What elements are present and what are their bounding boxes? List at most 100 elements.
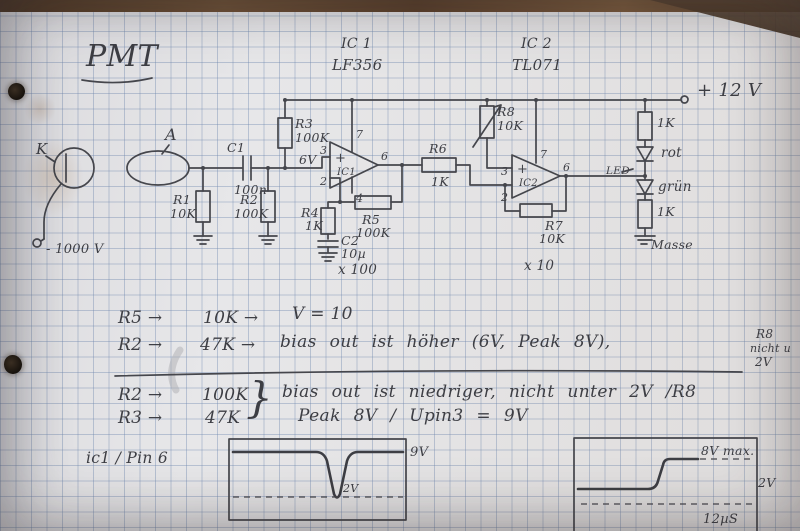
potentiometer-r8: R8 10K	[472, 99, 524, 169]
note3-text: bias out ist niedriger, nicht unter 2V /…	[282, 382, 696, 402]
ic2-name-label: IC 2	[520, 36, 552, 52]
led-word-label: LED	[605, 165, 630, 177]
opamp-triangle	[329, 141, 379, 189]
green-led-icon	[636, 179, 654, 195]
r1-value-label: 10K	[170, 206, 197, 221]
ic1-opamp: + IC1 3 2 6 7 4	[319, 99, 423, 205]
resistor-r6: R6 1K	[421, 141, 513, 189]
pin3-label: 3	[320, 144, 327, 157]
wire	[486, 137, 513, 169]
ic1-inner-label: IC1	[336, 167, 356, 178]
scope-sketch-2: 8V max. 2V 12µS	[573, 437, 777, 531]
ground-symbol	[258, 235, 278, 245]
pmt-anode-tube: A	[126, 125, 243, 186]
title-group: PMT	[81, 39, 160, 84]
notes-brace: }	[246, 373, 273, 422]
gain2-label: x 10	[524, 258, 554, 274]
resistor-body	[195, 190, 211, 223]
resistor-r1: R1 10K	[170, 166, 213, 245]
r3-ref-label: R3	[294, 116, 313, 131]
anode-label: A	[163, 125, 177, 144]
r7-value-label: 10K	[539, 231, 566, 246]
pin7-label: 7	[540, 148, 547, 161]
led-pointer	[621, 168, 634, 173]
opamp-triangle	[511, 154, 561, 199]
r1-ref-label: R1	[172, 192, 191, 207]
resistor-body	[421, 157, 457, 173]
ground-symbol	[318, 252, 338, 262]
junction-dot	[400, 163, 404, 167]
scope2-max-label: 8V max.	[701, 443, 754, 458]
resistor-r2: R2 100K	[234, 166, 278, 245]
pin7-label: 7	[356, 128, 363, 141]
resistor-body	[277, 117, 293, 149]
note1-result: V = 10	[292, 304, 353, 324]
note4-text: Peak 8V / Upin3 = 9V	[297, 406, 529, 426]
note2-value: 47K →	[199, 335, 255, 355]
scope1-top-level-label: 9V	[410, 445, 430, 460]
wire	[390, 164, 403, 203]
notes-block: R5 → 10K → V = 10 R2 → 47K → bias out is…	[114, 304, 791, 428]
resistor-r3: R3 100K 6V	[277, 99, 329, 170]
ic1-part-label: LF356	[331, 56, 383, 74]
c1-value-label: 100n	[234, 182, 267, 197]
pot-arrow	[472, 104, 502, 148]
note2-text: bias out ist höher (6V, Peak 8V),	[280, 332, 611, 352]
supply-rail: + 12 V	[283, 80, 763, 104]
punch-hole-top	[8, 83, 25, 100]
page-title: PMT	[85, 39, 160, 74]
resistor-body-top	[637, 111, 653, 141]
r8-value-label: 10K	[497, 118, 524, 133]
note4-ref: R3 →	[117, 408, 162, 428]
r5-value-label: 100K	[356, 225, 391, 240]
margin-note-1: R8	[755, 327, 773, 341]
tube-body	[126, 150, 190, 186]
margin-note-3: 2V	[754, 355, 773, 369]
pin2-label: 2	[319, 175, 327, 188]
wire	[504, 184, 521, 212]
scope1-caption: ic1 / Pin 6	[86, 449, 168, 467]
ic-headers: IC 1 LF356 IC 2 TL071	[331, 36, 562, 74]
tube-body	[53, 147, 95, 189]
red-led-label: rot	[661, 145, 682, 161]
r8-ref-label: R8	[496, 104, 515, 119]
resistor-body-r4	[320, 207, 336, 235]
note2-ref: R2 →	[117, 335, 162, 355]
ground-symbol	[193, 235, 213, 245]
wire	[329, 177, 356, 203]
rail-terminal	[680, 95, 689, 104]
r2-value-label: 100K	[234, 206, 269, 221]
note4-value: 47K	[204, 408, 241, 428]
ground-symbol	[634, 235, 656, 245]
scope1-dip-level-label: 2V	[342, 482, 359, 495]
desk-wood-strip	[0, 0, 800, 12]
plus-input-mark: +	[517, 162, 528, 177]
wire	[455, 164, 513, 186]
wire	[327, 201, 341, 209]
c1-ref-label: C1	[227, 140, 245, 155]
hv-label: - 1000 V	[46, 242, 105, 257]
pin2-label: 2	[500, 191, 508, 204]
bias-voltage-label: 6V	[299, 152, 318, 167]
r4-ref-label: R4	[300, 205, 319, 220]
r4-value-label: 1K	[305, 218, 323, 233]
scope-sketch-1: ic1 / Pin 6 9V 2V	[86, 438, 430, 521]
r2-ref-label: R2	[239, 192, 258, 207]
red-led-icon	[636, 146, 654, 162]
gain1-label: x 100	[338, 262, 377, 278]
pin3-label: 3	[501, 165, 508, 178]
margin-note-2: nicht u	[750, 342, 791, 355]
green-led-label: grün	[658, 179, 692, 195]
note1-value: 10K →	[203, 308, 258, 328]
scope2-trace	[576, 457, 700, 491]
wire	[250, 156, 331, 169]
resistor-body	[519, 203, 553, 218]
label-tick	[45, 155, 56, 163]
scope1-frame	[228, 438, 407, 521]
r6-value-label: 1K	[431, 174, 449, 189]
scope2-frame	[573, 437, 758, 531]
r5-ref-label: R5	[361, 212, 380, 227]
